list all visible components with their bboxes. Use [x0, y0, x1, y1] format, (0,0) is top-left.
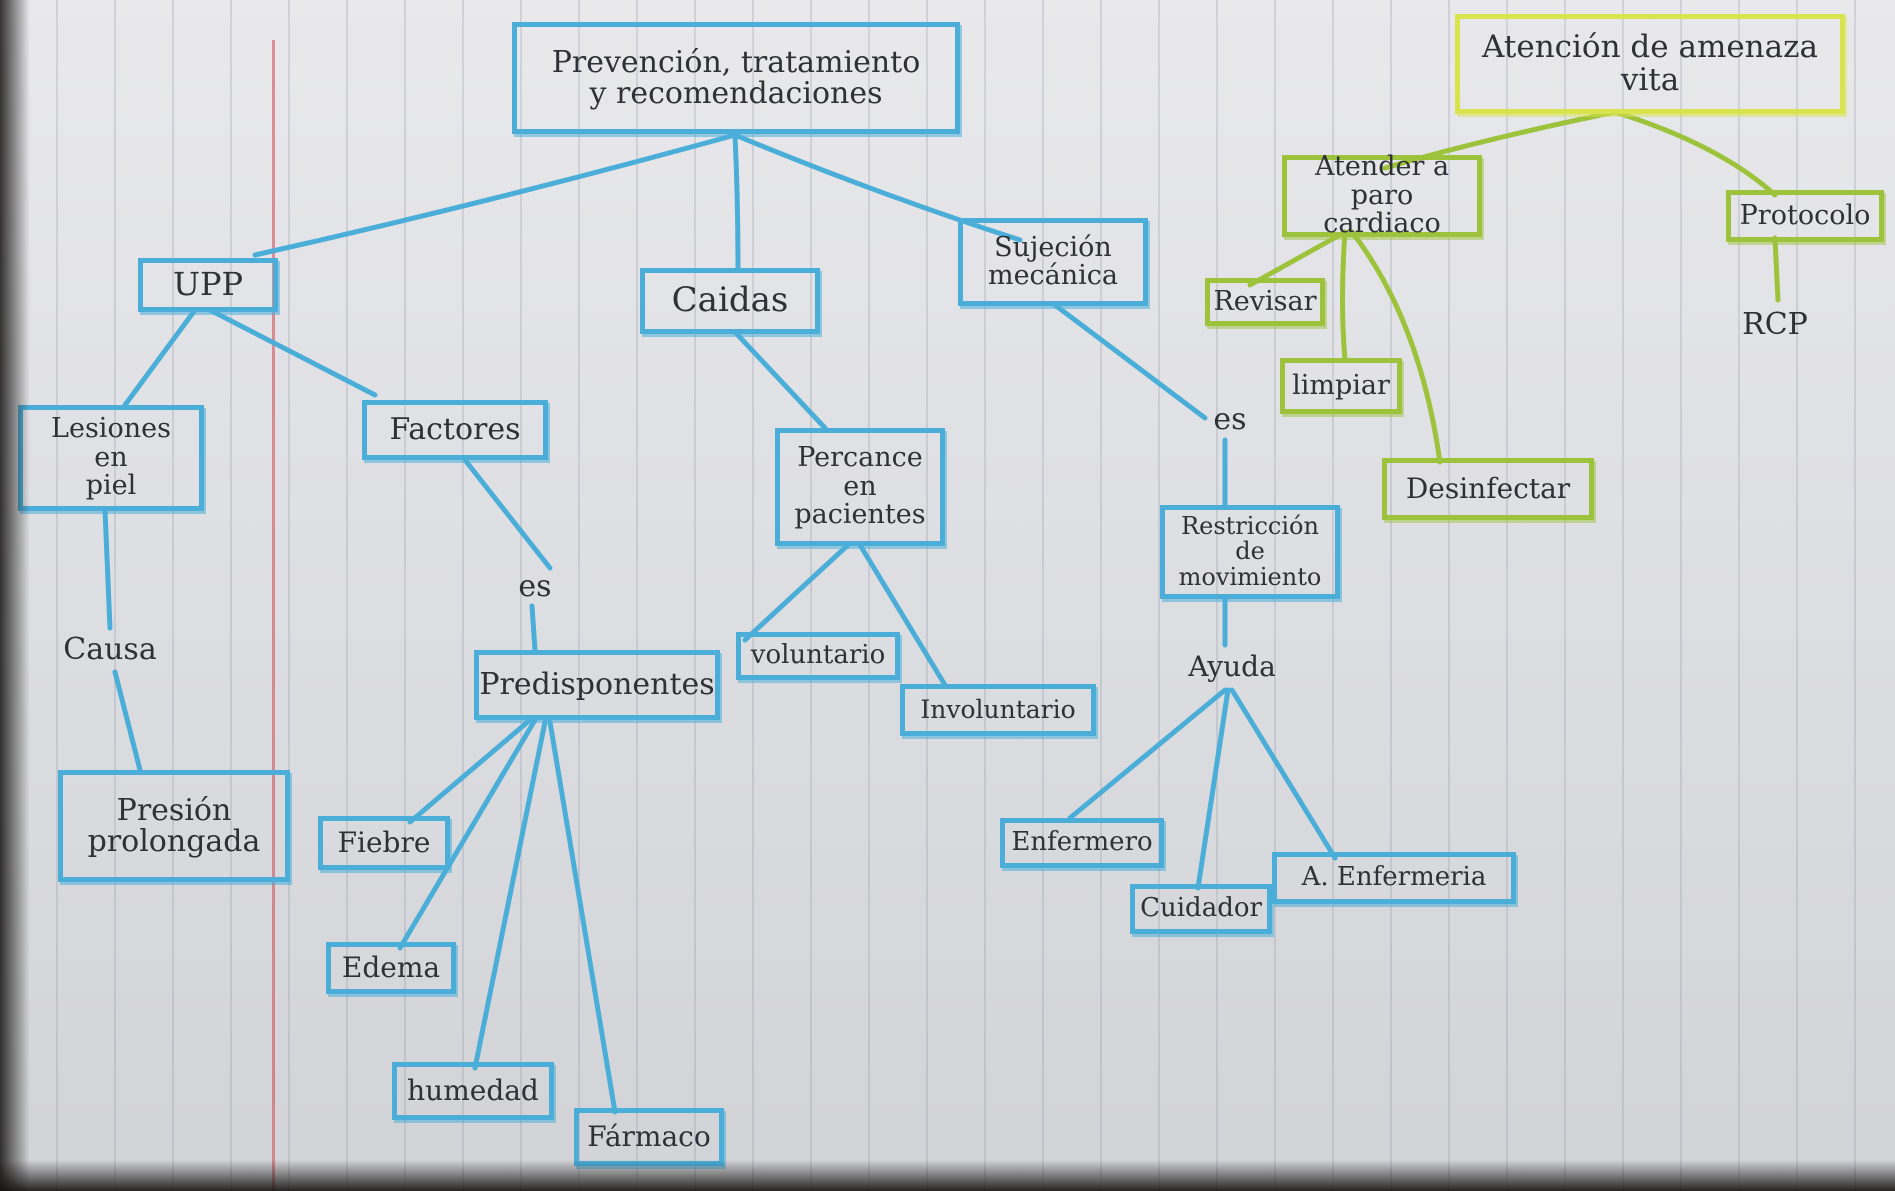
desinfectar-node: Desinfectar: [1382, 458, 1594, 520]
link-upp-lesiones: [122, 307, 198, 408]
link-factores-es: [462, 457, 553, 571]
involuntario-node: Involuntario: [900, 684, 1096, 736]
link-ayuda-enfermero: [1067, 687, 1228, 821]
caidas-node: Caidas: [640, 268, 820, 334]
link-atencion-atender: [1382, 109, 1618, 171]
ayuda-connector-label: Ayuda: [1188, 650, 1276, 684]
edema-node: Edema: [326, 942, 456, 994]
predisponentes-node: Predisponentes: [474, 650, 720, 720]
link-pred-farmaco: [547, 719, 618, 1115]
enfermero-node: Enfermero: [1000, 818, 1164, 868]
photo-edge-shadow-bottom: [0, 1160, 1895, 1191]
revisar-node: Revisar: [1205, 278, 1325, 326]
cuidador-node: Cuidador: [1130, 884, 1272, 934]
farmaco-node: Fármaco: [574, 1108, 724, 1166]
limpiar-node: limpiar: [1280, 358, 1402, 414]
link-sujecion-es: [1052, 302, 1208, 421]
atender-paro-cardiaco-node: Atender a paro cardiaco: [1282, 153, 1482, 238]
link-atender-revisar: [1247, 229, 1348, 288]
photo-edge-shadow-left: [0, 0, 30, 1191]
rcp-label: RCP: [1742, 307, 1808, 343]
link-atender-limpiar: [1340, 229, 1348, 363]
link-pred-fiebre: [407, 717, 533, 825]
link-pred-edema: [397, 717, 538, 951]
link-upp-factores: [207, 307, 378, 398]
atencion-amenaza-vital-node: Atención de amenaza vita: [1455, 14, 1845, 114]
link-protocolo-rcp: [1772, 235, 1781, 303]
fiebre-node: Fiebre: [318, 816, 450, 870]
lesiones-en-piel-node: Lesiones en piel: [18, 405, 204, 511]
causa-connector-label: Causa: [63, 632, 157, 668]
es-factores-connector-label: es: [518, 569, 552, 605]
humedad-node: humedad: [392, 1062, 554, 1120]
factores-node: Factores: [362, 400, 548, 460]
a-enfermeria-node: A. Enfermeria: [1272, 852, 1516, 904]
link-ayuda-aenfermeria: [1229, 687, 1338, 861]
link-atender-desinfectar: [1349, 229, 1443, 465]
link-atencion-protocolo: [1612, 109, 1778, 198]
link-caidas-percance: [732, 329, 828, 431]
root-concept-box: Prevención, tratamiento y recomendacione…: [512, 22, 960, 134]
voluntario-node: voluntario: [736, 632, 900, 680]
link-ayuda-cuidador: [1195, 687, 1231, 891]
link-root-sujecion: [732, 132, 1023, 243]
sujecion-mecanica-node: Sujeción mecánica: [958, 218, 1148, 306]
restriccion-de-movimiento-node: Restricción de movimiento: [1160, 505, 1340, 599]
link-pred-humedad: [472, 719, 548, 1071]
percance-en-pacientes-node: Percance en pacientes: [775, 428, 945, 546]
link-root-caidas: [732, 132, 741, 271]
link-lesiones-causa: [102, 507, 113, 631]
link-es-predisponentes: [529, 603, 538, 653]
upp-node: UPP: [138, 258, 278, 312]
link-percance-voluntario: [742, 542, 851, 643]
link-root-upp: [252, 132, 738, 258]
notebook-margin-line: [272, 40, 275, 1191]
presion-prolongada-node: Presión prolongada: [58, 770, 290, 882]
protocolo-node: Protocolo: [1726, 190, 1884, 242]
es-sujecion-connector-label: es: [1213, 402, 1247, 438]
link-percance-involuntario: [857, 542, 948, 688]
link-causa-presion: [112, 669, 143, 773]
